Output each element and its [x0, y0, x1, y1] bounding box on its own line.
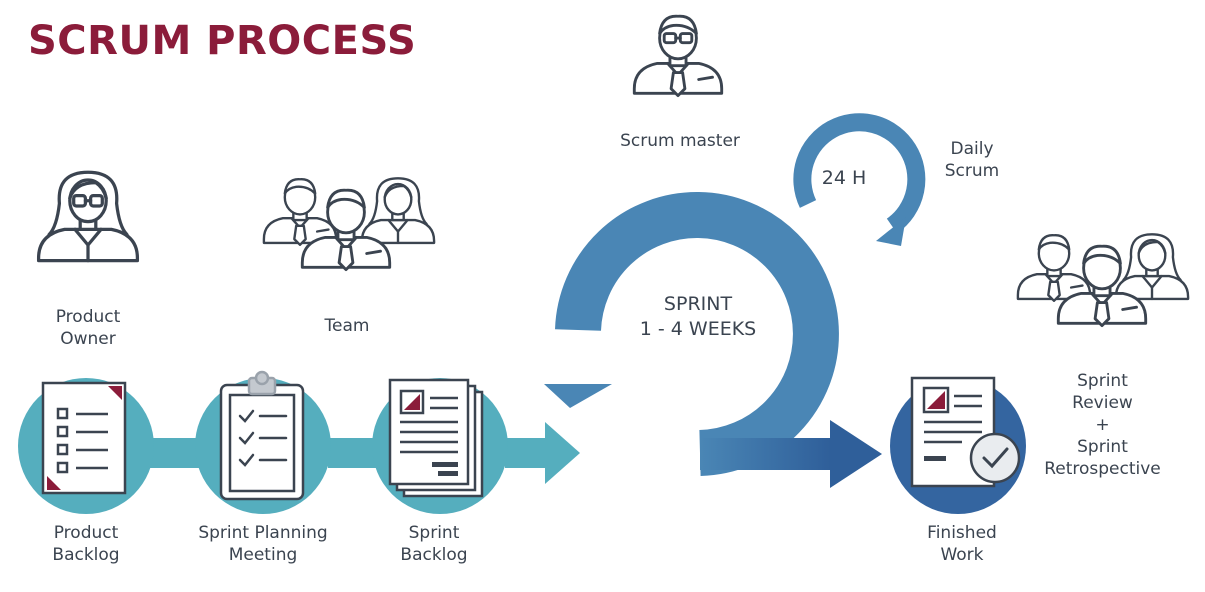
label-line: Sprint Planning	[198, 523, 328, 543]
finished-work-label: Finished Work	[912, 522, 1012, 566]
label-line: Retrospective	[1044, 459, 1161, 479]
product-owner-label: Product Owner	[38, 306, 138, 350]
finished-work-icon	[890, 376, 1026, 514]
label-line: Product	[53, 523, 119, 543]
label-line: +	[1095, 415, 1110, 435]
sprint-planning-label: Sprint Planning Meeting	[183, 522, 343, 566]
sprint-cycle	[544, 113, 926, 488]
connector-2	[328, 438, 378, 468]
stacked-documents-icon	[388, 378, 484, 498]
review-team-icon	[1016, 233, 1190, 328]
daily-scrum-label: Daily Scrum	[922, 138, 1022, 182]
scrum-master-icon	[632, 14, 724, 98]
team-icon	[262, 177, 436, 272]
sprint-duration: 1 - 4 WEEKS	[640, 318, 756, 340]
arrow-to-sprint	[505, 438, 545, 468]
label-line: Backlog	[52, 545, 120, 565]
label-line: Sprint	[408, 523, 460, 543]
label-line: Sprint	[1077, 371, 1128, 391]
daily-arrow-head-icon	[876, 217, 906, 246]
label-line: Daily	[950, 139, 994, 159]
sprint-cycle-arc	[555, 192, 839, 476]
label-line: Sprint	[1077, 437, 1128, 457]
sprint-title: SPRINT	[664, 293, 733, 315]
scrum-master-label: Scrum master	[620, 131, 740, 151]
label-line: Meeting	[228, 545, 298, 565]
label-line: Product	[55, 307, 121, 327]
team-label: Team	[324, 316, 370, 336]
sprint-arrow-head-icon	[544, 384, 612, 408]
label-line: Review	[1072, 393, 1133, 413]
daily-scrum-arc	[793, 113, 926, 234]
label-line: Finished	[927, 523, 997, 543]
product-owner-icon	[36, 170, 140, 263]
label-line: Owner	[60, 329, 116, 349]
daily-duration-label: 24 H	[822, 167, 867, 189]
clipboard-icon	[219, 370, 305, 501]
arrow-to-finished	[700, 438, 830, 470]
connector-1	[150, 438, 200, 468]
label-line: Scrum	[944, 161, 1000, 181]
product-backlog-label: Product Backlog	[36, 522, 136, 566]
label-line: Backlog	[400, 545, 468, 565]
review-retro-label: Sprint Review + Sprint Retrospective	[1030, 370, 1175, 480]
finished-arrow-head-icon	[830, 420, 882, 488]
sprint-backlog-label: Sprint Backlog	[384, 522, 484, 566]
backlog-document-icon	[41, 381, 127, 495]
label-line: Work	[940, 545, 984, 565]
arrow-head-icon	[545, 422, 580, 484]
page-title: SCRUM PROCESS	[28, 18, 417, 64]
